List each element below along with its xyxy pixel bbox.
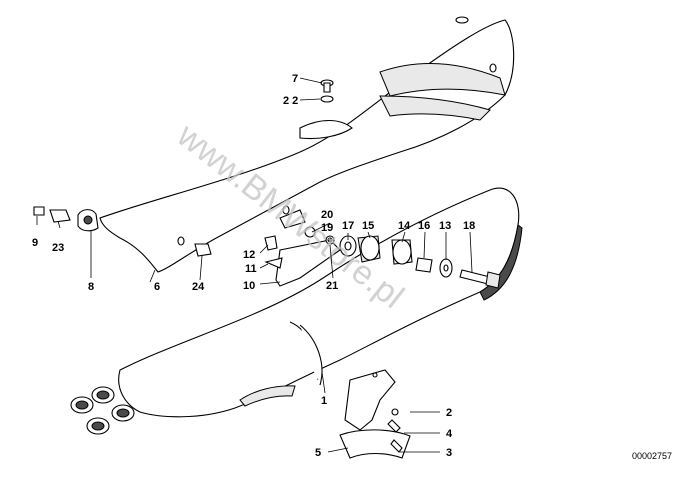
- callout-16: 16: [418, 220, 430, 232]
- callout-8: 8: [88, 281, 94, 293]
- callout-20: 20: [321, 209, 333, 221]
- mounting-bracket: [339, 369, 411, 459]
- callout-18: 18: [463, 220, 475, 232]
- callout-22: 2 2: [283, 95, 298, 107]
- callout-6: 6: [154, 281, 160, 293]
- diagram-id: 00002757: [632, 451, 672, 461]
- callout-10: 10: [243, 280, 255, 292]
- callout-9: 9: [32, 237, 38, 249]
- screw-and-washer: [320, 79, 334, 103]
- callout-2: 2: [446, 407, 452, 419]
- callout-leaders: [36, 77, 473, 453]
- callout-11: 11: [245, 263, 257, 275]
- callout-24: 24: [192, 281, 205, 293]
- rubber-mount: [33, 206, 99, 232]
- callout-23: 23: [52, 242, 64, 254]
- tail-pipes: [70, 386, 135, 435]
- callout-19: 19: [321, 222, 333, 234]
- callout-1: 1: [321, 395, 327, 407]
- callout-4: 4: [446, 428, 453, 440]
- callout-12: 12: [243, 249, 255, 261]
- heat-shield: [99, 16, 515, 273]
- mounting-hardware: [264, 226, 501, 289]
- silencer: [70, 187, 523, 435]
- callout-labels: 7 2 2 9 23 8 6 24 12 11 10 21 20 19 17 1…: [32, 73, 475, 459]
- callout-7: 7: [292, 73, 298, 85]
- callout-3: 3: [446, 447, 452, 459]
- nut: [194, 243, 212, 257]
- callout-14: 14: [398, 220, 411, 232]
- callout-5: 5: [315, 447, 321, 459]
- callout-17: 17: [342, 220, 354, 232]
- callout-15: 15: [362, 220, 374, 232]
- callout-21: 21: [326, 280, 338, 292]
- callout-13: 13: [439, 220, 451, 232]
